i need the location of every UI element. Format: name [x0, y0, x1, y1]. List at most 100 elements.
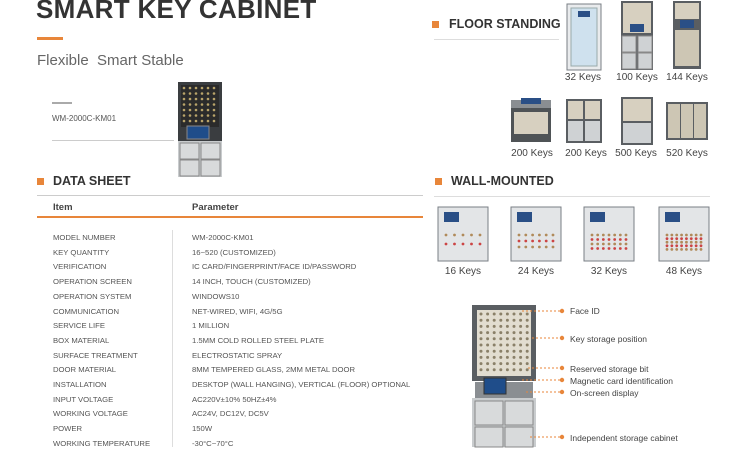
- callout-dot: [559, 434, 565, 440]
- key-slot-dot: [512, 368, 516, 372]
- row-parameter: NET-WIRED, WIFI, 4G/5G: [192, 306, 283, 316]
- key-slot-dot: [194, 97, 198, 101]
- key-slot-dot: [182, 119, 186, 123]
- key-slot-dot: [492, 343, 496, 347]
- key-slot-dot: [479, 355, 483, 359]
- key-slot-dot: [212, 108, 216, 112]
- floor-caption: 200 Keys: [511, 148, 553, 159]
- floor-standing-divider: [434, 39, 559, 40]
- key-slot-dot: [188, 97, 192, 101]
- key-slot-dot: [499, 362, 503, 366]
- key-slot-dot: [492, 331, 496, 335]
- key-slot-dot: [525, 337, 529, 341]
- key-slot-dot: [182, 108, 186, 112]
- key-slot-dot: [486, 337, 490, 341]
- key-slot-dot: [188, 114, 192, 117]
- key-slot-dot: [200, 86, 204, 90]
- key-slot-dot: [512, 362, 516, 366]
- key-slot-dot: [519, 368, 523, 372]
- cabinet-100-keys-image: [621, 1, 653, 70]
- key-slot-dot: [194, 119, 198, 123]
- row-item: VERIFICATION: [53, 262, 107, 272]
- row-parameter: 8MM TEMPERED GLASS, 2MM METAL DOOR: [192, 365, 356, 375]
- key-slot-dot: [486, 343, 490, 347]
- row-item: OPERATION SCREEN: [53, 277, 132, 287]
- key-slot-dot: [188, 108, 192, 112]
- cabinet-144-keys-image: [673, 1, 701, 69]
- key-slot-dot: [512, 324, 516, 328]
- callout-dot: [559, 377, 565, 383]
- key-slot-dot: [182, 114, 186, 117]
- model-divider: [52, 140, 174, 141]
- key-slot-dot: [182, 97, 186, 101]
- key-slot-dot: [492, 324, 496, 328]
- row-parameter: ELECTROSTATIC SPRAY: [192, 350, 283, 360]
- key-slot-dot: [479, 318, 483, 322]
- key-slot-dot: [200, 92, 204, 95]
- wall-cabinet-image: [510, 206, 562, 262]
- cabinet-32-keys-image: [566, 3, 602, 71]
- model-label: WM-2000C-KM01: [52, 114, 117, 123]
- key-slot-dot: [212, 119, 216, 123]
- key-slot-dot: [188, 86, 192, 90]
- callout-dot: [559, 389, 565, 395]
- cabinet-500-keys-image: [621, 97, 653, 145]
- key-slot-dot: [486, 312, 490, 316]
- key-slot-dot: [206, 97, 210, 101]
- key-slot-dot: [486, 362, 490, 366]
- key-cabinet-hero-image: [178, 82, 222, 177]
- floor-caption: 200 Keys: [565, 148, 607, 159]
- key-slot-dot: [479, 349, 483, 353]
- key-slot-dot: [212, 86, 216, 90]
- key-slot-dot: [505, 355, 509, 359]
- page-title: SMART KEY CABINET: [36, 0, 317, 24]
- feature-label-onscreen-display: On-screen display: [570, 388, 639, 398]
- key-slot-dot: [519, 331, 523, 335]
- key-slot-dot: [499, 324, 503, 328]
- cabinet-520-keys-image: [666, 102, 708, 140]
- key-slot-dot: [525, 331, 529, 335]
- row-parameter: 150W: [192, 424, 213, 434]
- cabinet-200-keys-b-image: [566, 99, 602, 143]
- key-slot-dot: [194, 103, 198, 106]
- column-header-item: Item: [53, 202, 73, 213]
- row-item: COMMUNICATION: [53, 306, 120, 316]
- key-slot-dot: [194, 108, 198, 112]
- wall-mounted-bullet: [435, 178, 442, 185]
- key-slot-dot: [212, 114, 216, 117]
- cabinet-200-keys-a-image: [511, 98, 551, 142]
- key-slot-dot: [200, 114, 204, 117]
- wall-cabinet-image: [437, 206, 489, 262]
- key-slot-dot: [492, 355, 496, 359]
- key-slot-dot: [512, 337, 516, 341]
- key-slot-dot: [525, 312, 529, 316]
- row-item: SERVICE LIFE: [53, 321, 105, 331]
- key-slot-dot: [212, 97, 216, 101]
- key-slot-dot: [519, 318, 523, 322]
- key-slot-dot: [206, 86, 210, 90]
- row-item: BOX MATERIAL: [53, 335, 110, 345]
- key-slot-dot: [505, 362, 509, 366]
- key-slot-dot: [492, 312, 496, 316]
- wall-mounted-divider: [434, 196, 710, 197]
- key-slot-dot: [206, 108, 210, 112]
- key-slot-dot: [519, 324, 523, 328]
- key-slot-dot: [505, 318, 509, 322]
- key-slot-dot: [505, 368, 509, 372]
- key-slot-dot: [479, 368, 483, 372]
- key-slot-dot: [525, 324, 529, 328]
- row-item: WORKING VOLTAGE: [53, 409, 128, 419]
- floor-caption: 520 Keys: [666, 148, 708, 159]
- data-sheet-title: DATA SHEET: [53, 174, 131, 188]
- key-slot-dot: [212, 103, 216, 106]
- row-item: INPUT VOLTAGE: [53, 394, 114, 404]
- row-parameter: WM-2000C-KM01: [192, 233, 254, 242]
- row-parameter: -30°C~70°C: [192, 438, 234, 448]
- key-slot-dot: [200, 97, 204, 101]
- key-slot-dot: [200, 103, 204, 106]
- key-slot-dot: [194, 86, 198, 90]
- key-slot-dot: [200, 119, 204, 123]
